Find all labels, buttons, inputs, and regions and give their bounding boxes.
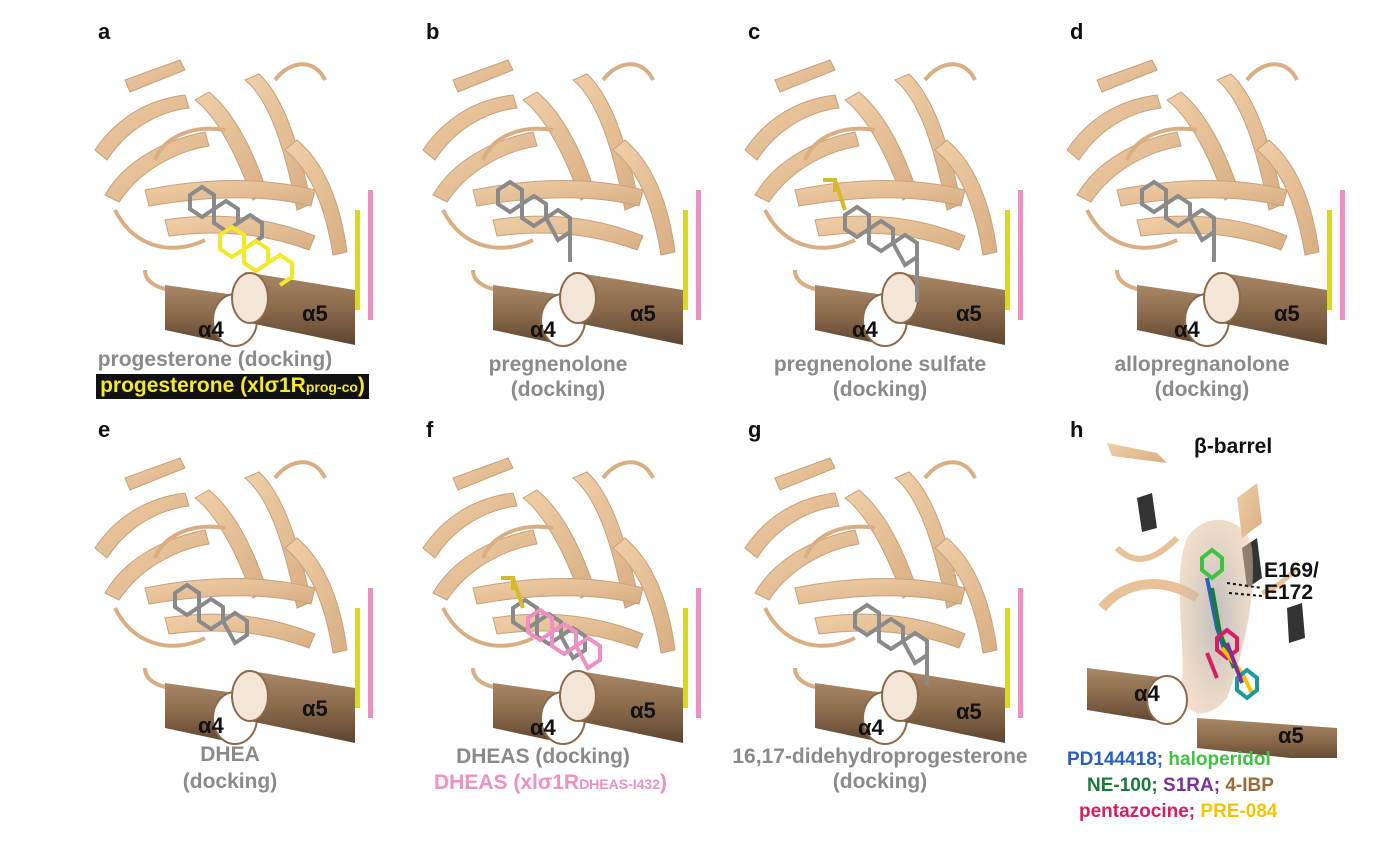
- residue-label-1: E169/: [1264, 559, 1319, 582]
- ligand-docking: [173, 582, 249, 646]
- caption-line1: pregnenolone: [488, 353, 628, 376]
- bar-yellow: [355, 608, 360, 708]
- sulfate-group: [501, 576, 525, 609]
- bar-pink: [368, 588, 373, 718]
- bar-yellow: [683, 210, 688, 310]
- protein-cartoon: [93, 456, 373, 746]
- bar-yellow: [355, 210, 360, 310]
- panel-g: g α4 α5 16,17-didehydroprogesterone (doc…: [730, 413, 1030, 803]
- caption-line2: (docking): [1154, 378, 1250, 401]
- bar-pink: [1018, 588, 1023, 718]
- ligand-stack: [1200, 547, 1259, 701]
- caption-line1: progesterone (docking): [97, 348, 333, 371]
- helix-label-a5: α5: [1278, 723, 1304, 748]
- helix-label-a5: α5: [630, 698, 656, 723]
- protein-cartoon: [1065, 58, 1345, 348]
- panel-letter: g: [748, 417, 762, 442]
- helix-label-a4: α4: [198, 713, 224, 738]
- helix-label-a5: α5: [302, 696, 328, 721]
- legend-line-3: pentazocine; PRE-084: [1079, 801, 1278, 823]
- helix-label-a5: α5: [630, 301, 656, 326]
- caption-line2: (docking): [832, 770, 928, 793]
- panel-letter: e: [98, 417, 111, 442]
- caption-line2: progesterone (xlσ1Rprog-co): [80, 374, 385, 399]
- ligand-docking: [188, 184, 264, 247]
- bar-yellow: [1005, 210, 1010, 310]
- bar-pink: [1018, 190, 1023, 320]
- bar-pink: [1340, 190, 1345, 320]
- bar-yellow: [1005, 608, 1010, 708]
- ligand-docking: [843, 204, 919, 302]
- protein-cartoon: [421, 456, 701, 746]
- panel-d: d α4 α5 allopregnanolone (docking): [1052, 15, 1352, 405]
- caption-line2: (docking): [832, 378, 928, 401]
- caption-line1: DHEAS (docking): [456, 745, 630, 768]
- protein-cartoon: [93, 58, 373, 348]
- protein-cartoon: [743, 456, 1023, 746]
- ligand-crystal: [526, 607, 602, 671]
- binding-pocket: [1087, 443, 1337, 758]
- helix-label-a5: α5: [1274, 301, 1300, 326]
- helix-label-a4: α4: [530, 317, 556, 342]
- helix-label-a4: α4: [530, 715, 556, 740]
- panel-letter: a: [98, 19, 111, 44]
- panel-letter: b: [426, 19, 440, 44]
- protein-cartoon: [421, 58, 701, 348]
- helix-label-a4: α4: [852, 317, 878, 342]
- helix-label-a4: α4: [858, 715, 884, 740]
- residue-label-2: E172: [1264, 581, 1314, 604]
- caption-line1: allopregnanolone: [1114, 353, 1290, 376]
- caption-line2: (docking): [182, 770, 278, 793]
- panel-f: f α4 α5 DHEAS (docking) DHEAS (xlσ1RDHEA…: [408, 413, 708, 803]
- legend-haloperidol: haloperidol: [1168, 749, 1271, 770]
- bar-yellow: [1327, 210, 1332, 310]
- helix-label-a5: α5: [956, 699, 982, 724]
- legend-s1ra: S1RA;: [1163, 775, 1221, 796]
- helix-label-a4: α4: [1134, 681, 1160, 706]
- legend-pre084: PRE-084: [1200, 801, 1278, 822]
- ligand-docking: [853, 602, 929, 685]
- bar-pink: [696, 588, 701, 718]
- ligand-crystal: [218, 224, 294, 287]
- panel-c: c α4 α5 pregnenolone sulfate (docking): [730, 15, 1030, 405]
- legend-4ibp: 4-IBP: [1225, 775, 1274, 796]
- legend-line-1: PD144418; haloperidol: [1067, 749, 1271, 771]
- helix-label-a4: α4: [198, 317, 224, 342]
- helix-label-a5: α5: [302, 301, 328, 326]
- caption-line1: 16,17-didehydroprogesterone: [732, 745, 1028, 768]
- sulfate-group: [823, 178, 847, 211]
- caption-line2: (docking): [510, 378, 606, 401]
- panel-letter: f: [426, 417, 434, 442]
- panel-h: h β-barrel E169/ E172 α4 α5 PD144418; ha…: [1052, 413, 1352, 833]
- panel-b: b α4 α5 pregnenolone (docking): [408, 15, 708, 405]
- panel-a: a α4 α5 progesterone (docking) progester…: [80, 15, 380, 405]
- caption-line1: DHEA: [200, 743, 260, 766]
- panel-letter: c: [748, 19, 761, 44]
- protein-cartoon: [743, 58, 1023, 348]
- bar-pink: [696, 190, 701, 320]
- ligand-docking: [496, 179, 572, 262]
- ligand-docking: [1140, 179, 1216, 262]
- legend-ne100: NE-100;: [1087, 775, 1158, 796]
- caption-line2: DHEAS (xlσ1RDHEAS-I432): [434, 771, 667, 794]
- helix-label-a5: α5: [956, 301, 982, 326]
- bar-pink: [368, 190, 373, 320]
- legend-pd144418: PD144418;: [1067, 749, 1164, 770]
- legend-pentazocine: pentazocine;: [1079, 801, 1196, 822]
- barrel-label: β-barrel: [1194, 435, 1273, 458]
- panel-e: e α4 α5 DHEA (docking): [80, 413, 380, 803]
- bar-yellow: [683, 608, 688, 708]
- caption-line1: pregnenolone sulfate: [773, 353, 987, 376]
- legend-line-2: NE-100; S1RA; 4-IBP: [1087, 775, 1274, 797]
- panel-letter: h: [1070, 417, 1084, 442]
- panel-letter: d: [1070, 19, 1084, 44]
- helix-label-a4: α4: [1174, 317, 1200, 342]
